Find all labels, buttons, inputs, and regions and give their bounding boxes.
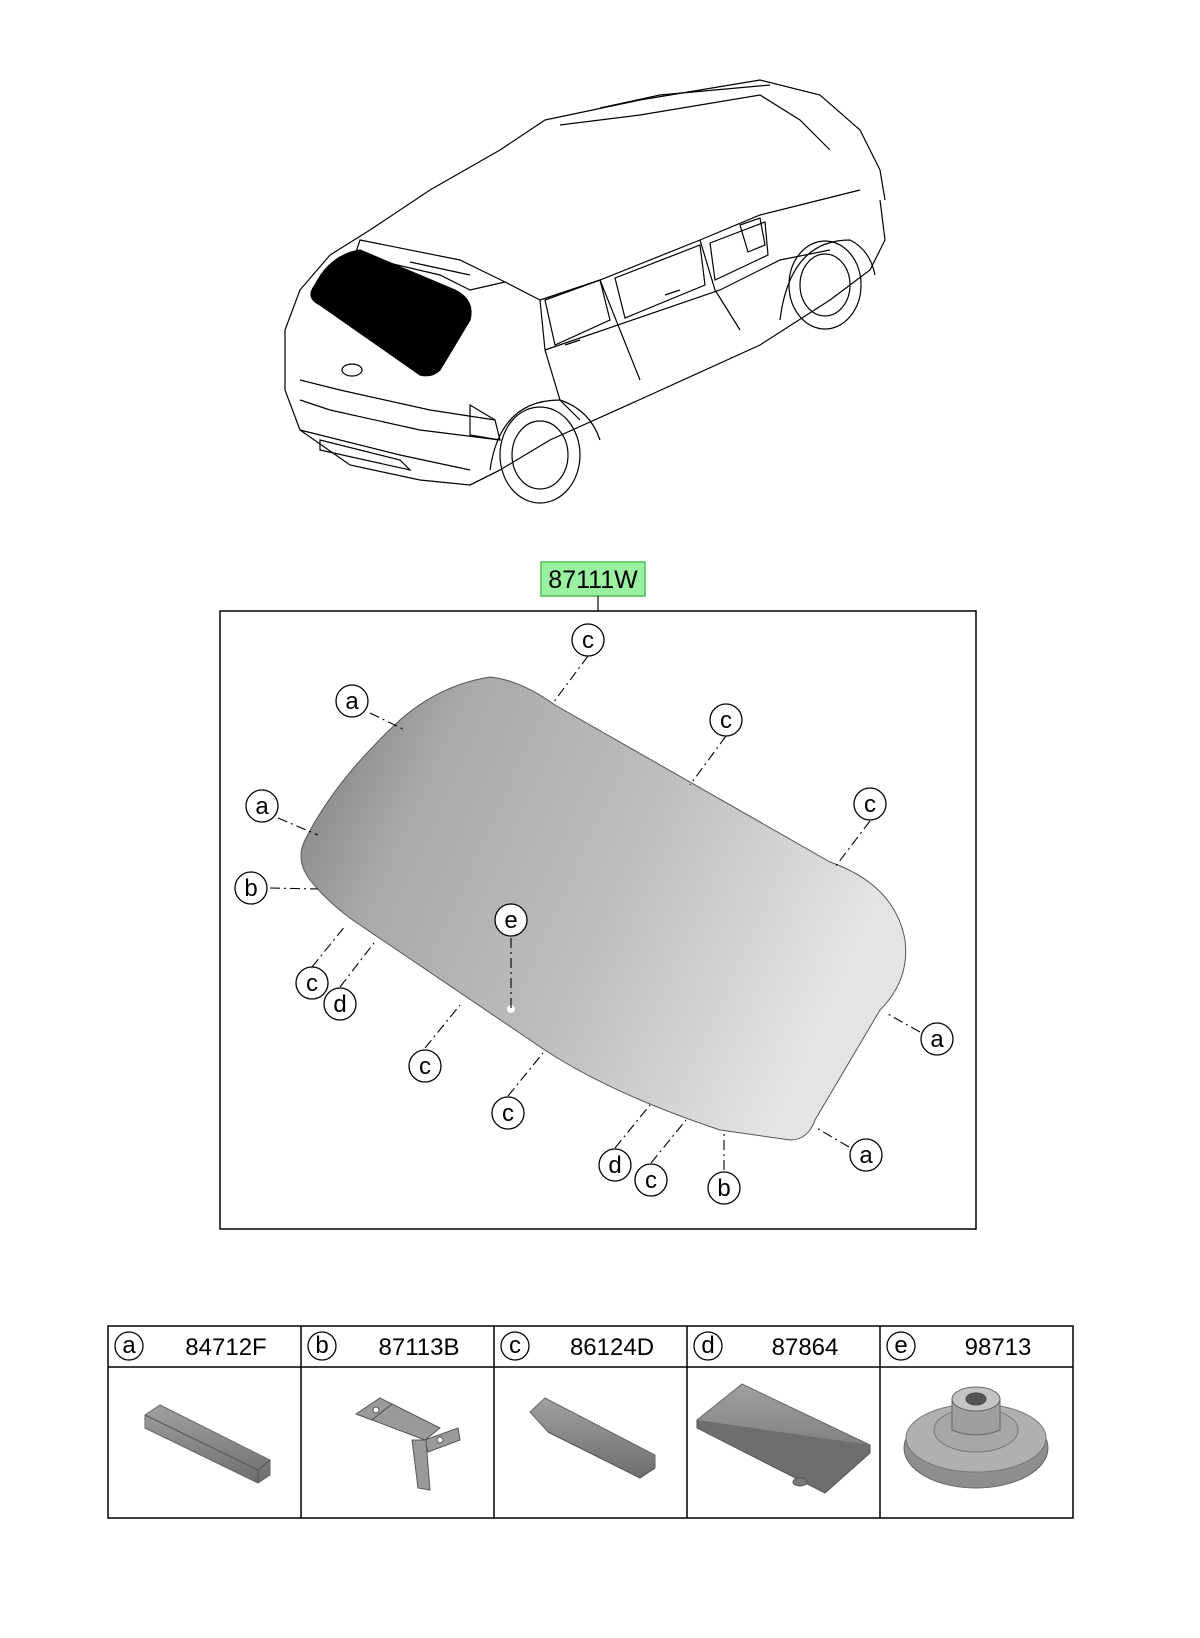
table-letter: d <box>701 1332 714 1359</box>
callout-letter: c <box>645 1167 657 1194</box>
callout-a[interactable]: a <box>920 1022 954 1056</box>
callout-circle <box>853 787 887 821</box>
part-image-84712F[interactable] <box>144 1404 271 1484</box>
grommet-hole <box>507 1005 515 1013</box>
callout-letter: b <box>717 1175 730 1202</box>
callout-letter: c <box>306 970 318 997</box>
parts-table-cell-b[interactable]: b 87113B <box>307 1331 460 1361</box>
callout-a[interactable]: a <box>245 789 279 823</box>
table-letter-circle <box>307 1331 337 1361</box>
callout-c[interactable]: c <box>295 966 329 1000</box>
callout-circle <box>323 987 357 1021</box>
callout-letter: b <box>244 875 257 902</box>
parts-table-cell-c[interactable]: c 86124D <box>500 1331 654 1361</box>
table-letter: e <box>894 1332 907 1359</box>
callout-letter: c <box>502 1100 514 1127</box>
table-letter: b <box>315 1332 328 1359</box>
vehicle-illustration <box>284 79 886 504</box>
part-image-86124D[interactable] <box>529 1397 656 1479</box>
callout-circle <box>920 1022 954 1056</box>
callout-c[interactable]: c <box>634 1163 668 1197</box>
callout-a[interactable]: a <box>849 1138 883 1172</box>
callout-circle <box>295 966 329 1000</box>
parts-table-cell-e[interactable]: e 98713 <box>886 1331 1032 1361</box>
table-letter-circle <box>693 1331 723 1361</box>
callout-circle <box>245 789 279 823</box>
callout-letter: a <box>859 1142 873 1169</box>
callout-leaders <box>269 655 921 1170</box>
main-part-label-box[interactable] <box>540 561 646 597</box>
table-part-number: 87113B <box>379 1334 460 1361</box>
part-image-87113B[interactable] <box>354 1397 461 1491</box>
main-part-number[interactable]: 87111W <box>548 566 638 594</box>
callout-a[interactable]: a <box>335 684 369 718</box>
table-letter-circle <box>500 1331 530 1361</box>
detail-frame <box>219 610 977 1230</box>
callout-circle <box>709 703 743 737</box>
callout-b[interactable]: b <box>707 1171 741 1205</box>
rear-glass-panel <box>300 676 907 1141</box>
callout-circle <box>491 1096 525 1130</box>
callout-letter: c <box>720 707 732 734</box>
callout-letter: a <box>345 688 359 715</box>
part-image-87864[interactable] <box>696 1383 871 1494</box>
callout-letter: c <box>864 791 876 818</box>
table-part-number: 98713 <box>965 1334 1032 1361</box>
callout-circle <box>571 623 605 657</box>
table-letter-circle <box>886 1331 916 1361</box>
table-letter: c <box>509 1332 521 1359</box>
callout-circle <box>408 1049 442 1083</box>
callout-letter: a <box>255 793 269 820</box>
callout-circle <box>849 1138 883 1172</box>
callout-letter: a <box>930 1026 944 1053</box>
callout-letter: d <box>608 1152 621 1179</box>
callout-letter: e <box>504 907 517 934</box>
table-part-number: 84712F <box>185 1334 266 1361</box>
callout-c[interactable]: c <box>491 1096 525 1130</box>
callout-c[interactable]: c <box>709 703 743 737</box>
callout-letter: d <box>333 991 346 1018</box>
parts-table <box>107 1325 1074 1519</box>
callout-circle <box>634 1163 668 1197</box>
callout-circle <box>598 1148 632 1182</box>
part-image-98713[interactable] <box>903 1386 1049 1489</box>
callout-c[interactable]: c <box>571 623 605 657</box>
table-letter: a <box>122 1332 136 1359</box>
callout-e[interactable]: e <box>494 903 528 937</box>
parts-table-cell-a[interactable]: a 84712F <box>114 1331 267 1361</box>
callout-c[interactable]: c <box>853 787 887 821</box>
table-letter-circle <box>114 1331 144 1361</box>
callout-c[interactable]: c <box>408 1049 442 1083</box>
callout-letter: c <box>419 1053 431 1080</box>
table-part-number: 86124D <box>570 1334 654 1361</box>
table-part-number: 87864 <box>772 1334 839 1361</box>
parts-table-cell-d[interactable]: d 87864 <box>693 1331 839 1361</box>
callout-d[interactable]: d <box>598 1148 632 1182</box>
callout-circle <box>234 871 268 905</box>
parts-table-content: a 84712F b 87113B c 86124D d 87864 e 98713 <box>114 1331 1032 1361</box>
callout-circle <box>707 1171 741 1205</box>
callout-d[interactable]: d <box>323 987 357 1021</box>
callout-letter: c <box>582 627 594 654</box>
callout-circle <box>335 684 369 718</box>
callout-circle <box>494 903 528 937</box>
rear-glass-highlight <box>310 249 472 377</box>
callout-b[interactable]: b <box>234 871 268 905</box>
